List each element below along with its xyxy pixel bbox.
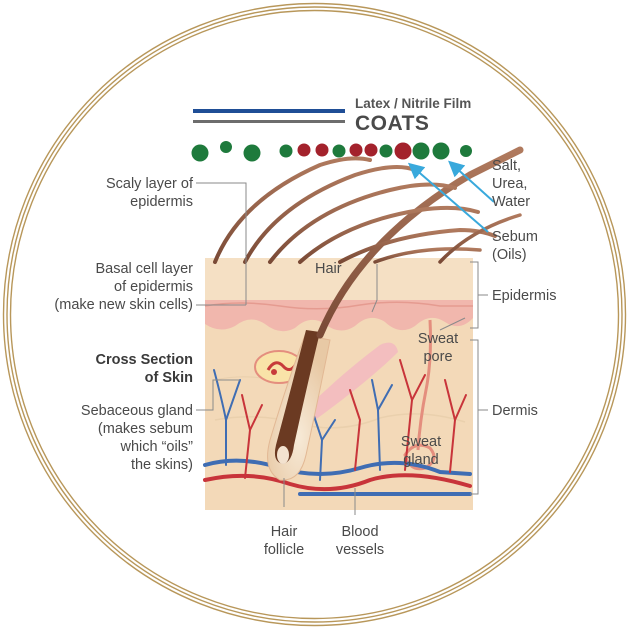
sweat-gland: [403, 319, 436, 471]
cross-section-title: Cross Section of Skin: [95, 352, 194, 386]
leader-lines: [196, 182, 488, 515]
blood-vessels: [203, 359, 472, 496]
hair-follicle-label: Hair follicle: [263, 524, 305, 558]
arrector-muscle: [305, 342, 398, 420]
sweat-pore-label: Sweat pore: [417, 331, 459, 365]
sebaceous-gland-label: Sebaceous gland (makes sebum which “oils…: [80, 403, 193, 473]
hair-follicle: [267, 330, 331, 481]
epidermis-label: Epidermis: [492, 288, 557, 304]
basal-layer-label: Basal cell layer of epidermis (make new …: [54, 261, 193, 313]
film-lines: [193, 109, 345, 123]
molecule-dots: [191, 141, 472, 162]
film-subtitle: COATS: [355, 112, 430, 135]
hair-label: Hair: [315, 261, 342, 277]
transport-arrows: [407, 160, 495, 233]
film-title: Latex / Nitrile Film: [355, 96, 472, 111]
dermis-label: Dermis: [492, 403, 538, 419]
blood-vessels-label: Blood vessels: [335, 524, 385, 558]
sweat-gland-label: Sweat gland: [400, 434, 442, 468]
scaly-layer-label: Scaly layer of epidermis: [105, 176, 193, 210]
hairs: [213, 146, 524, 339]
salt-urea-water-label: Salt, Urea, Water: [492, 158, 531, 210]
sebum-label: Sebum (Oils): [492, 229, 538, 263]
